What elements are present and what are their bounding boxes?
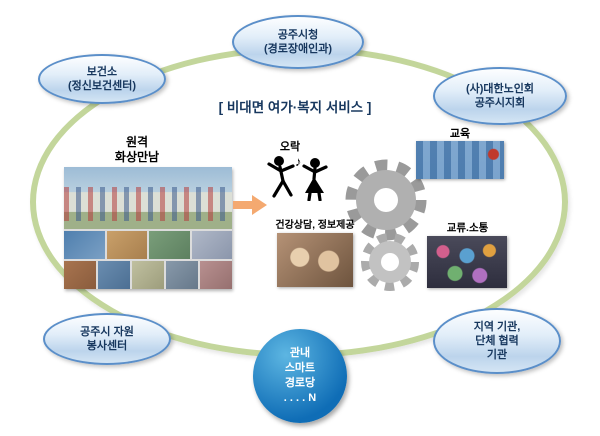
- dancing-people-icon: ♪: [267, 154, 328, 201]
- photo-thumbnail: [64, 231, 105, 259]
- gear-medium: [361, 233, 419, 291]
- remote-meeting-label: 원격 화상만남: [114, 135, 160, 164]
- dancer-left: [267, 162, 295, 198]
- node-city-hall: 공주시청 (경로장애인과): [232, 15, 364, 69]
- photo-thumbnail: [166, 261, 198, 289]
- music-note-icon: ♪: [295, 154, 302, 169]
- health-consult-photo: [277, 233, 353, 287]
- photo-thumbnail: [98, 261, 130, 289]
- photo-thumbnail: [64, 261, 96, 289]
- node-volunteer-center: 공주시 자원 봉사센터: [43, 313, 171, 365]
- dancer-left-head: [274, 156, 284, 166]
- gears-icon: [345, 159, 427, 291]
- photo-thumbnail: [200, 261, 232, 289]
- photo-thumbnail: [106, 231, 147, 259]
- arrow-right-icon: [233, 195, 267, 215]
- photo-main: [64, 167, 232, 229]
- node-health-center: 보건소 (정신보건센터): [38, 54, 166, 104]
- health-consult-label: 건강상담, 정보제공: [275, 220, 355, 231]
- education-label: 교육: [449, 128, 471, 140]
- diagram-title: [ 비대면 여가·복지 서비스 ]: [218, 100, 372, 115]
- dancer-right-skirt: [305, 177, 324, 193]
- photo-thumbnail: [191, 231, 232, 259]
- photo-thumbnail: [132, 261, 164, 289]
- dancer-right-head: [310, 158, 320, 168]
- dancer-right: [302, 164, 328, 201]
- arrow-shape: [233, 195, 267, 215]
- photo-thumb-row: [64, 231, 232, 259]
- education-photo: [416, 141, 504, 179]
- entertainment-label: 오락: [279, 141, 301, 153]
- node-senior-association: (사)대한노인회 공주시지회: [433, 67, 567, 125]
- photo-thumbnail: [149, 231, 190, 259]
- node-partner-organizations: 지역 기관, 단체 협력 기관: [433, 308, 561, 374]
- photo-thumb-row: [64, 261, 232, 289]
- exchange-label: 교류.소통: [446, 222, 489, 234]
- node-smart-senior-centers: 관내 스마트 경로당 . . . . N: [253, 329, 347, 423]
- remote-meeting-photo: [64, 167, 232, 289]
- exchange-photo: [427, 236, 507, 288]
